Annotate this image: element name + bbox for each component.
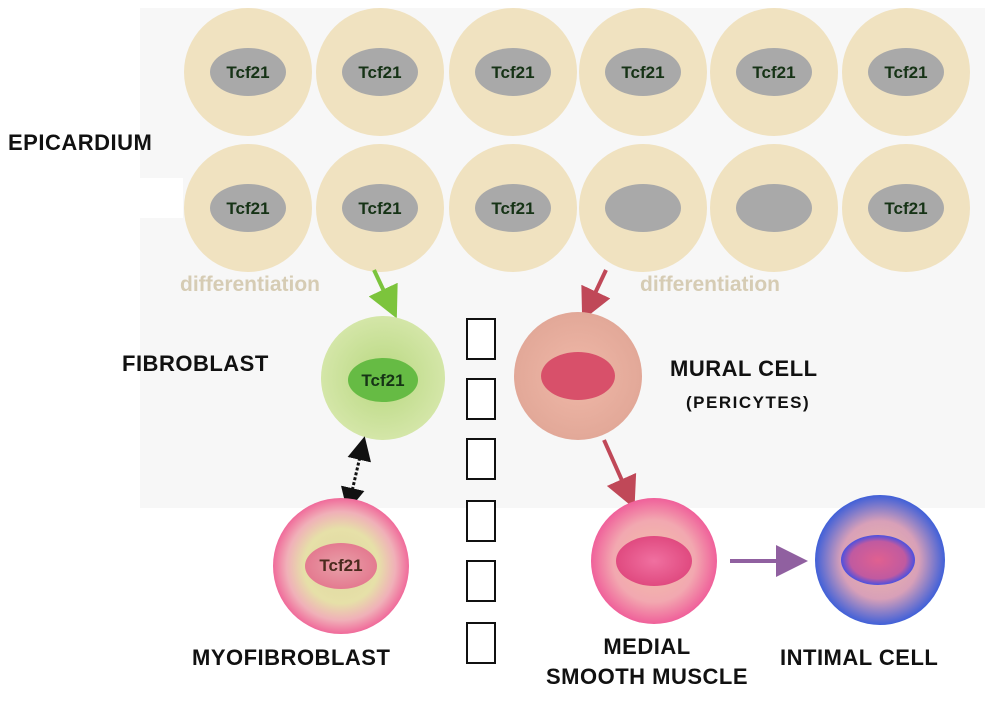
epicardial-cell: [316, 8, 444, 136]
mural-to-medial-arrow: [602, 439, 637, 509]
fibroblast-differentiation-arrow: [368, 269, 398, 319]
nucleus-label: Tcf21: [358, 63, 402, 82]
nucleus-label: Tcf21: [621, 63, 665, 82]
mural-cell: [514, 312, 642, 440]
epicardial-cell: [316, 144, 444, 272]
epicardial-cell: [710, 144, 838, 272]
fibroblast-label: FIBROBLAST: [122, 351, 269, 376]
nucleus-label: Tcf21: [884, 199, 928, 218]
mural-differentiation-arrow: [581, 269, 611, 321]
background-gap: [48, 178, 183, 218]
intimal-cell-label: INTIMAL CELL: [780, 645, 939, 670]
smooth-muscle-label: SMOOTH MUSCLE: [545, 664, 749, 689]
pericytes-label: (PERICYTES): [686, 393, 811, 412]
empty-box: [466, 622, 496, 664]
nucleus-label: Tcf21: [752, 63, 796, 82]
nucleus-label: Tcf21: [358, 199, 402, 218]
epicardial-cell: [184, 144, 312, 272]
epicardial-cell: [184, 8, 312, 136]
nucleus-label: Tcf21: [491, 199, 535, 218]
empty-box: [466, 378, 496, 420]
myofibroblast-label: MYOFIBROBLAST: [192, 645, 391, 670]
myofibroblast-nucleus-label: Tcf21: [319, 556, 363, 575]
empty-box: [466, 560, 496, 602]
nucleus-label: Tcf21: [884, 63, 928, 82]
epicardial-cell: [449, 144, 577, 272]
medial-smooth-muscle-cell: [591, 498, 717, 624]
reversible-transition-arrow: [341, 436, 371, 512]
epicardial-cell: [842, 144, 970, 272]
nucleus-label: Tcf21: [226, 63, 270, 82]
differentiation-label-right: differentiation: [640, 273, 780, 296]
empty-box: [466, 438, 496, 480]
epicardium-row-2: [184, 144, 970, 272]
epicardial-cell: [579, 144, 707, 272]
fibroblast-cell: [321, 316, 445, 440]
mural-cell-label: MURAL CELL: [670, 356, 818, 381]
nucleus-label: Tcf21: [491, 63, 535, 82]
medial-label: MEDIAL: [603, 634, 691, 659]
epicardial-cell: [842, 8, 970, 136]
epicardial-cell: [579, 8, 707, 136]
intimal-cell: [815, 495, 945, 625]
empty-box: [466, 318, 496, 360]
myofibroblast-cell: [273, 498, 409, 634]
differentiation-label-left: differentiation: [180, 273, 320, 296]
epicardium-row-1: [184, 8, 970, 136]
nucleus-label: Tcf21: [226, 199, 270, 218]
epicardial-cell: [449, 8, 577, 136]
epicardial-cell: [710, 8, 838, 136]
epicardium-label: EPICARDIUM: [8, 130, 153, 155]
fibroblast-nucleus-label: Tcf21: [361, 371, 405, 390]
empty-box: [466, 500, 496, 542]
